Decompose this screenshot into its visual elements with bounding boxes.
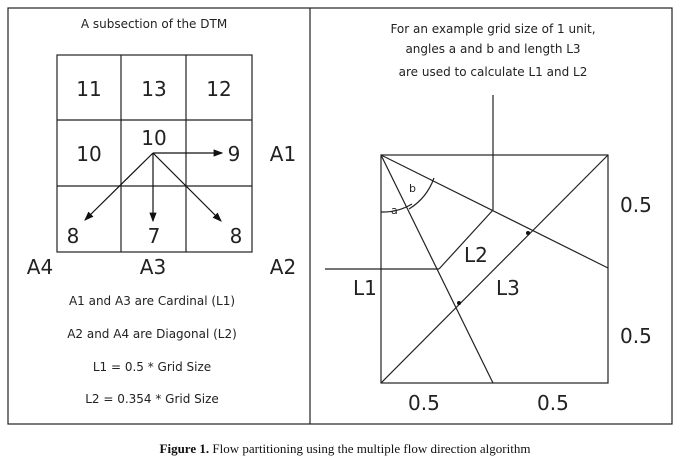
arrow-a4: [84, 152, 154, 221]
caption-text: Flow partitioning using the multiple flo…: [212, 441, 531, 456]
line-a: [380, 154, 494, 384]
note: A1 and A3 are Cardinal (L1): [69, 294, 235, 308]
caption-label: Figure 1.: [159, 441, 210, 456]
right-title-line: are used to calculate L1 and L2: [399, 65, 588, 79]
center-cell-value: 10: [141, 126, 166, 150]
right-title-line: angles a and b and length L3: [405, 42, 580, 56]
l1-label: L1: [353, 276, 377, 300]
cell-value: 11: [76, 77, 101, 101]
arrow-a2: [152, 152, 222, 222]
note: L1 = 0.5 * Grid Size: [93, 360, 211, 374]
label-a1: A1: [270, 142, 296, 166]
cell-value: 12: [206, 77, 231, 101]
note: A2 and A4 are Diagonal (L2): [67, 327, 237, 341]
diagonal-line: [380, 154, 609, 384]
cell-value: 8: [230, 224, 243, 248]
angle-a-arc: [380, 203, 413, 213]
figure-diagram: A subsection of the DTM 11 13 12 10 10 9…: [7, 7, 673, 425]
left-title: A subsection of the DTM: [81, 17, 227, 31]
right-title-line: For an example grid size of 1 unit,: [390, 22, 595, 36]
dim-bottom-left: 0.5: [408, 391, 440, 415]
angle-b-arc: [408, 177, 435, 210]
l2-segment: [438, 209, 494, 270]
dim-right-bottom: 0.5: [620, 324, 652, 348]
label-a4: A4: [27, 255, 53, 279]
figure-frame: [7, 7, 673, 425]
cell-value: 13: [141, 77, 166, 101]
angle-a-label: a: [391, 204, 398, 217]
cell-value: 9: [228, 142, 241, 166]
l3-marker-top: [526, 231, 530, 235]
dim-bottom-right: 0.5: [537, 391, 569, 415]
angle-b-label: b: [409, 182, 416, 195]
l3-marker-bottom: [457, 301, 461, 305]
dtm-grid: [56, 54, 253, 253]
flow-arrows: [84, 149, 224, 223]
l2-label: L2: [464, 243, 488, 267]
note: L2 = 0.354 * Grid Size: [85, 392, 219, 406]
figure-caption: Figure 1. Flow partitioning using the mu…: [0, 441, 690, 457]
label-a3: A3: [140, 255, 166, 279]
line-b: [380, 154, 609, 269]
cell-value: 8: [67, 224, 80, 248]
cell-value: 10: [76, 142, 101, 166]
label-a2: A2: [270, 255, 296, 279]
dim-right-top: 0.5: [620, 193, 652, 217]
l3-label: L3: [496, 276, 520, 300]
cell-value: 7: [148, 224, 161, 248]
